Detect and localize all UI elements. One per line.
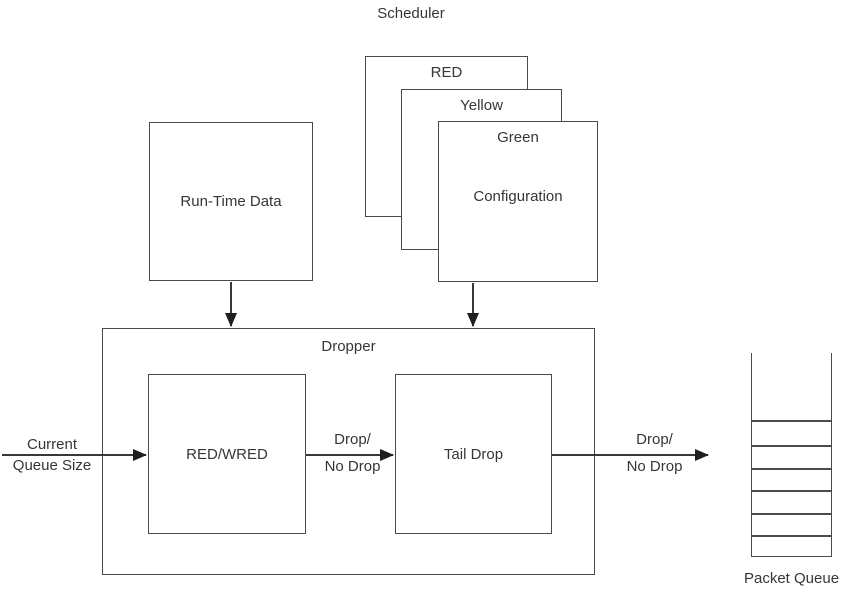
queue-slot-line (752, 535, 831, 537)
configuration-label: Configuration (473, 188, 563, 205)
output-drop-label-line1: Drop/ (636, 431, 673, 448)
current-queue-size-label-line2: Queue Size (12, 457, 92, 474)
queue-slot-line (752, 513, 831, 515)
dropper-label: Dropper (321, 338, 376, 355)
current-queue-size-label-line1: Current (26, 436, 78, 453)
queue-slot-line (752, 490, 831, 492)
internal-drop-label-line1: Drop/ (334, 431, 371, 448)
output-drop-label-line2: No Drop (626, 458, 683, 475)
queue-slot-line (752, 468, 831, 470)
config-yellow-label: Yellow (460, 97, 503, 114)
red-wred-box: RED/WRED (148, 374, 306, 534)
packet-queue-graphic (751, 353, 832, 557)
queue-slot-line (752, 445, 831, 447)
config-red-label: RED (430, 64, 463, 81)
runtime-data-label: Run-Time Data (180, 193, 282, 210)
red-wred-label: RED/WRED (186, 445, 268, 463)
runtime-data-box: Run-Time Data (149, 122, 313, 281)
scheduler-label: Scheduler (377, 5, 445, 22)
tail-drop-box: Tail Drop (395, 374, 552, 534)
tail-drop-label: Tail Drop (443, 445, 504, 463)
queue-slot-line (752, 420, 831, 422)
config-box-green: Green Configuration (438, 121, 598, 282)
internal-drop-label-line2: No Drop (324, 458, 381, 475)
config-green-label: Green (497, 129, 539, 146)
packet-queue-label: Packet Queue (743, 570, 840, 587)
